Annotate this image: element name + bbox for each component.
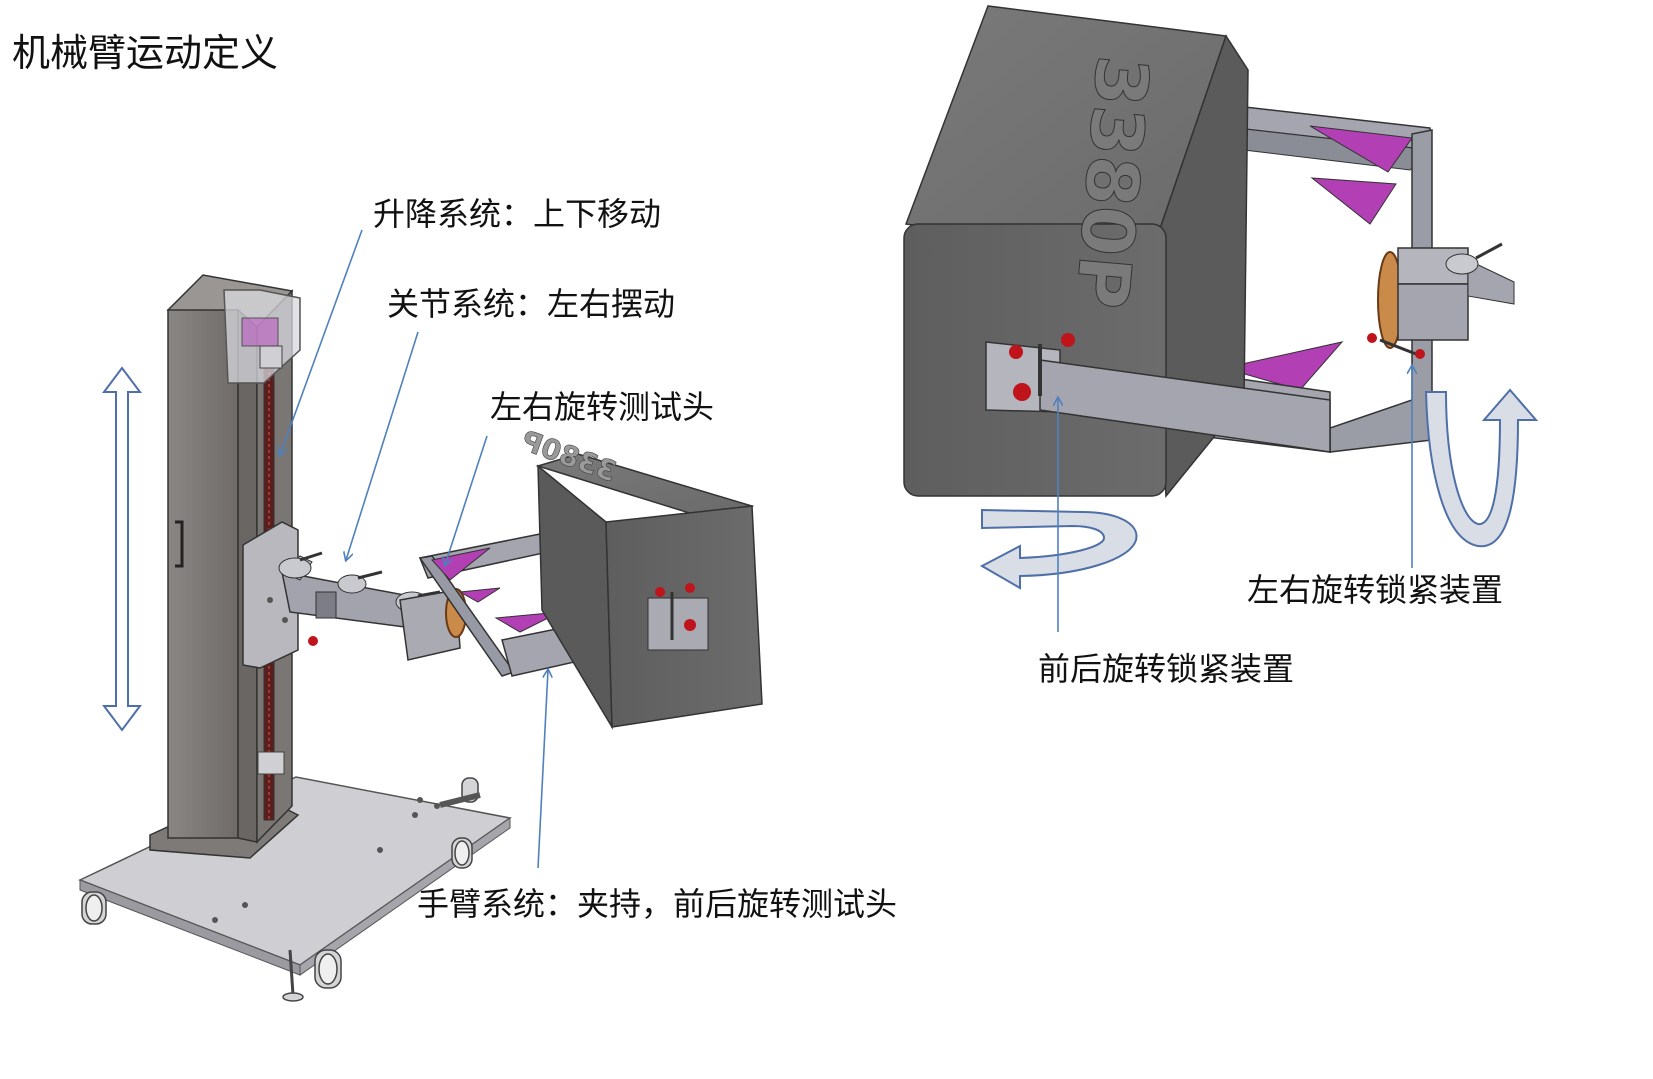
label-lr-lock: 左右旋转锁紧装置 [1247,571,1503,609]
leader-arm [537,670,548,869]
box-stamp-right: 3380P [1059,53,1165,313]
left-assembly: 3380P 升降系统：上下移动 关节系统：左右摆动 左右旋转测试头 手臂系统：夹… [78,195,897,1002]
leader-lift [280,229,363,455]
arm-front-right [985,333,1331,453]
vertical-motion-arrow [102,366,142,732]
lr-rotation-arrow [1424,388,1539,548]
label-fb-lock: 前后旋转锁紧装置 [1038,650,1294,688]
box-stamp-left: 3380P [517,424,621,489]
label-arm-system: 手臂系统：夹持，前后旋转测试头 [417,885,897,923]
page-title: 机械臂运动定义 [12,31,278,75]
lr-lock-joint [1367,242,1515,359]
right-detail-view: 3380P [903,5,1539,688]
fb-rotation-arrow [979,508,1138,590]
label-lr-test-head: 左右旋转测试头 [490,388,714,426]
leader-joint [346,331,419,560]
caster-wheels [81,777,481,1002]
test-box-left: 3380P [517,424,763,730]
leader-lines-left [280,229,548,869]
label-joint-system: 关节系统：左右摆动 [387,285,675,323]
leader-lines-right [1058,366,1412,632]
lift-column [166,274,301,844]
label-lift-system: 升降系统：上下移动 [373,195,661,233]
leader-lr-head [445,435,488,565]
